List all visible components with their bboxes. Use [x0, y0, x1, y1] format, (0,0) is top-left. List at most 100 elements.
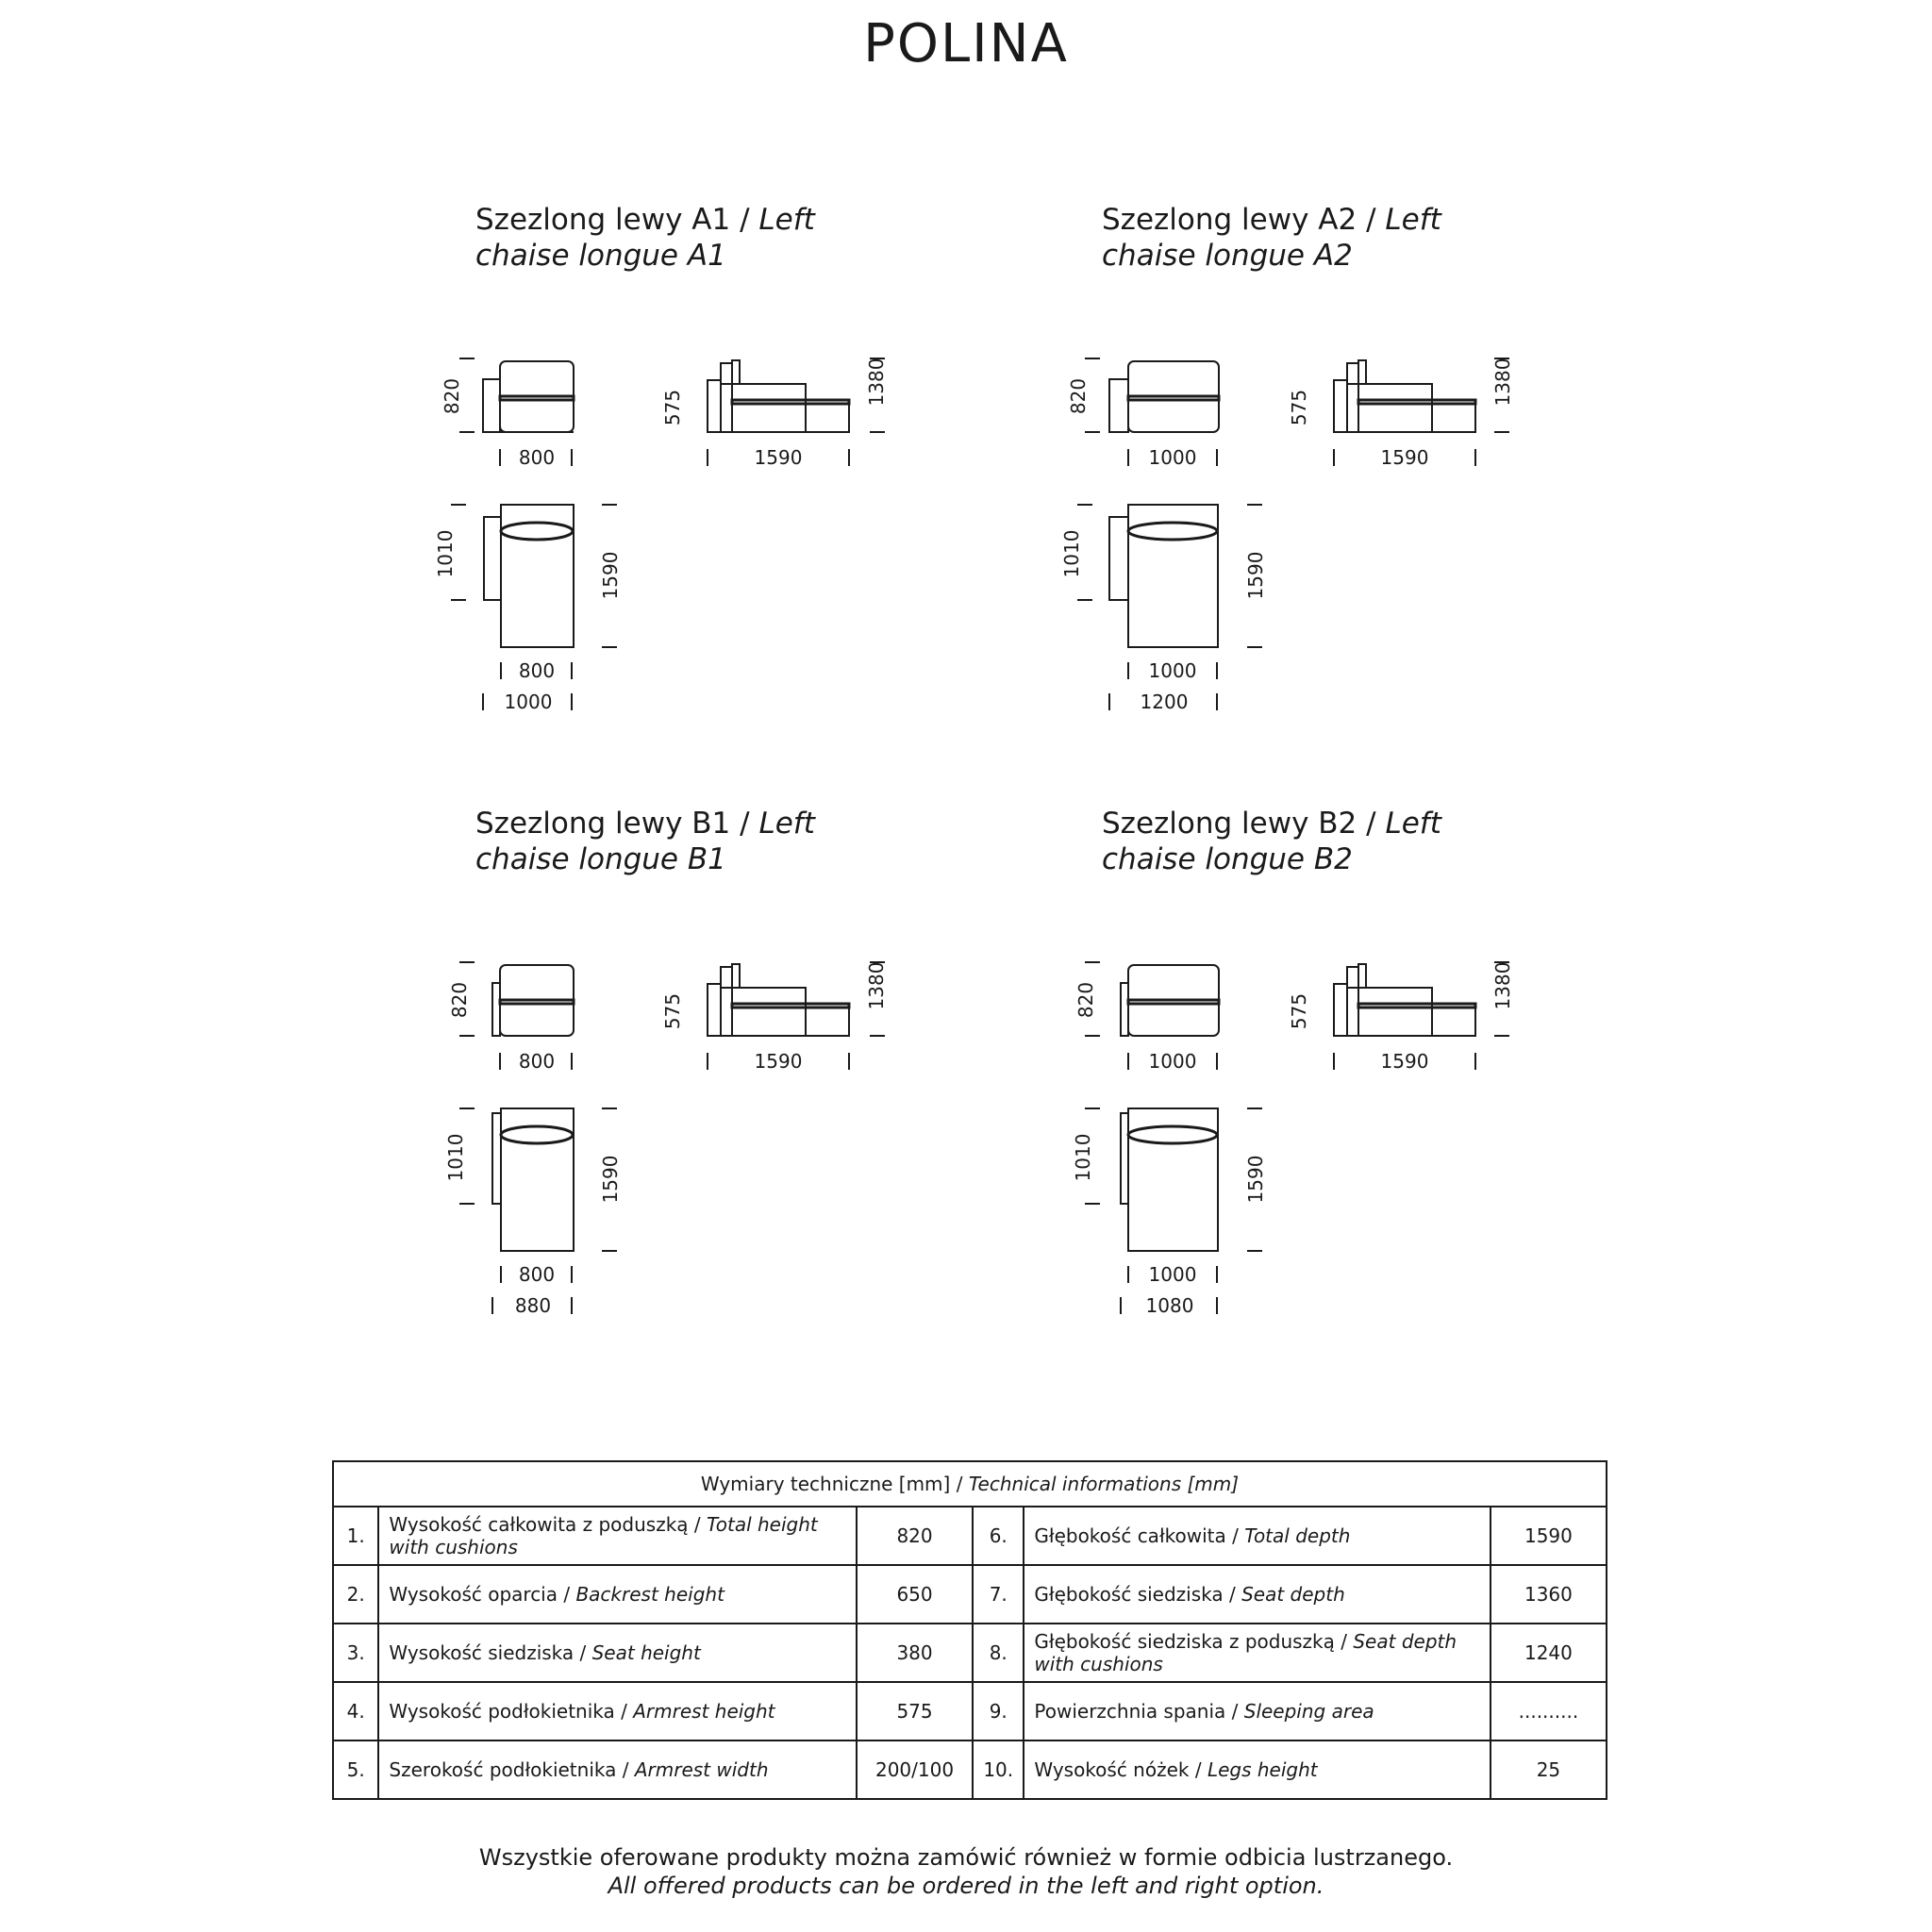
front-view-b2: 820 1000 — [1074, 961, 1221, 1073]
dim-side-width: 1590 — [1381, 1050, 1429, 1073]
row-value: 1240 — [1489, 1623, 1608, 1683]
table-header-pl: Wymiary techniczne [mm] / — [700, 1473, 969, 1495]
dim-front-width: 800 — [519, 446, 555, 469]
dim-side-height: 1380 — [865, 358, 888, 407]
side-view-a2: 575 1590 1380 — [1288, 358, 1514, 469]
row-value: 575 — [855, 1681, 974, 1741]
row-label-en: Armrest width — [634, 1758, 769, 1781]
dim-side-width: 1590 — [755, 1050, 803, 1073]
dim-top-width-outer: 1200 — [1141, 691, 1189, 713]
row-label: Wysokość siedziska / Seat height — [377, 1623, 858, 1683]
dim-armrest-height: 575 — [1288, 390, 1310, 425]
section-title-b1: Szezlong lewy B1 / Left chaise longue B1 — [475, 806, 872, 877]
row-value: 1590 — [1489, 1506, 1608, 1566]
page-title: POLINA — [863, 13, 1069, 75]
section-title-a1: Szezlong lewy A1 / Left chaise longue A1 — [475, 202, 872, 274]
side-view-b2: 575 1590 1380 — [1288, 961, 1514, 1073]
top-view-a1: 1010 1590 800 1000 — [434, 504, 622, 713]
row-label: Powierzchnia spania / Sleeping area — [1023, 1681, 1491, 1741]
section-title-en: Left chaise longue B1 — [475, 807, 815, 876]
dim-top-width-inner: 800 — [519, 1263, 555, 1286]
section-title-pl: Szezlong lewy A1 / — [475, 203, 759, 237]
dim-top-depth: 1010 — [434, 530, 457, 578]
row-label: Wysokość oparcia / Backrest height — [377, 1564, 858, 1624]
row-label-en: Backrest height — [575, 1583, 724, 1606]
dim-top-width-inner: 1000 — [1149, 1263, 1197, 1286]
row-label: Szerokość podłokietnika / Armrest width — [377, 1740, 858, 1800]
row-label-pl: Powierzchnia spania / — [1034, 1700, 1244, 1723]
dim-top-width-inner: 800 — [519, 659, 555, 682]
dim-top-width-inner: 1000 — [1149, 659, 1197, 682]
table-header: Wymiary techniczne [mm] / Technical info… — [332, 1460, 1607, 1507]
row-label-pl: Wysokość oparcia / — [389, 1583, 576, 1606]
table-row: 2. Wysokość oparcia / Backrest height 65… — [331, 1564, 1608, 1624]
row-label: Głębokość całkowita / Total depth — [1023, 1506, 1491, 1566]
dim-top-length: 1590 — [1244, 1156, 1267, 1204]
row-label-en: Sleeping area — [1243, 1700, 1374, 1723]
row-label-en: Seat height — [591, 1641, 701, 1664]
dim-side-width: 1590 — [755, 446, 803, 469]
row-label-pl: Wysokość całkowita z poduszką / — [389, 1513, 707, 1536]
row-value: 650 — [855, 1564, 974, 1624]
dim-top-length: 1590 — [1244, 552, 1267, 600]
front-view-a2: 820 1000 — [1067, 358, 1221, 469]
dim-front-height: 820 — [441, 378, 463, 414]
dim-armrest-height: 575 — [661, 390, 684, 425]
section-title-en: Left chaise longue B2 — [1102, 807, 1441, 876]
section-title-pl: Szezlong lewy B2 / — [1102, 807, 1386, 841]
dim-top-length: 1590 — [599, 1156, 622, 1204]
row-number: 3. — [331, 1623, 380, 1683]
front-view-b1: 820 800 — [448, 961, 575, 1073]
dim-top-depth: 1010 — [1060, 530, 1083, 578]
dim-armrest-height: 575 — [661, 993, 684, 1029]
row-label: Wysokość całkowita z poduszką / Total he… — [377, 1506, 858, 1566]
dim-front-height: 820 — [448, 982, 471, 1018]
row-label-en: Total depth — [1244, 1524, 1351, 1547]
front-view-a1: 820 800 — [441, 358, 575, 469]
top-view-b1: 1010 1590 800 880 — [444, 1108, 622, 1317]
table-row: 4. Wysokość podłokietnika / Armrest heig… — [331, 1681, 1608, 1741]
row-value: 1360 — [1489, 1564, 1608, 1624]
row-label-pl: Głębokość całkowita / — [1034, 1524, 1245, 1547]
section-title-pl: Szezlong lewy B1 / — [475, 807, 759, 841]
row-number: 9. — [972, 1681, 1025, 1741]
table-header-en: Technical informations [mm] — [968, 1473, 1240, 1495]
dim-side-width: 1590 — [1381, 446, 1429, 469]
row-label-pl: Głębokość siedziska z poduszką / — [1034, 1630, 1354, 1653]
table-row: 3. Wysokość siedziska / Seat height 380 … — [331, 1623, 1608, 1683]
top-view-b2: 1010 1590 1000 1080 — [1072, 1108, 1267, 1317]
row-label-en: Total height with cushions — [389, 1513, 818, 1558]
row-label-en: Seat depth with cushions — [1034, 1630, 1457, 1675]
row-number: 1. — [331, 1506, 380, 1566]
row-number: 7. — [972, 1564, 1025, 1624]
row-value: .......... — [1489, 1681, 1608, 1741]
row-label-pl: Wysokość nóżek / — [1034, 1758, 1208, 1781]
table-row: 5. Szerokość podłokietnika / Armrest wid… — [331, 1740, 1608, 1800]
dim-top-depth: 1010 — [444, 1134, 467, 1182]
row-number: 6. — [972, 1506, 1025, 1566]
footer-note-pl: Wszystkie oferowane produkty można zamów… — [478, 1844, 1454, 1871]
dim-top-width-outer: 880 — [515, 1294, 551, 1317]
row-number: 2. — [331, 1564, 380, 1624]
row-label-en: Armrest height — [633, 1700, 775, 1723]
dim-top-length: 1590 — [599, 552, 622, 600]
dim-front-height: 820 — [1067, 378, 1090, 414]
dim-front-width: 1000 — [1149, 1050, 1197, 1073]
row-number: 8. — [972, 1623, 1025, 1683]
row-number: 4. — [331, 1681, 380, 1741]
row-label-pl: Głębokość siedziska / — [1034, 1583, 1242, 1606]
section-title-b2: Szezlong lewy B2 / Left chaise longue B2 — [1102, 806, 1498, 877]
row-number: 10. — [972, 1740, 1025, 1800]
section-title-pl: Szezlong lewy A2 / — [1102, 203, 1386, 237]
row-label-pl: Szerokość podłokietnika / — [389, 1758, 635, 1781]
section-title-en: Left chaise longue A2 — [1102, 203, 1441, 273]
row-label-pl: Wysokość siedziska / — [389, 1641, 592, 1664]
dim-side-height: 1380 — [1491, 358, 1514, 407]
footer-note-en: All offered products can be ordered in t… — [608, 1873, 1324, 1899]
dim-top-width-outer: 1080 — [1146, 1294, 1194, 1317]
row-value: 25 — [1489, 1740, 1608, 1800]
dim-top-depth: 1010 — [1072, 1134, 1094, 1182]
section-title-en: Left chaise longue A1 — [475, 203, 815, 273]
dim-front-width: 1000 — [1149, 446, 1197, 469]
dim-side-height: 1380 — [1491, 962, 1514, 1010]
